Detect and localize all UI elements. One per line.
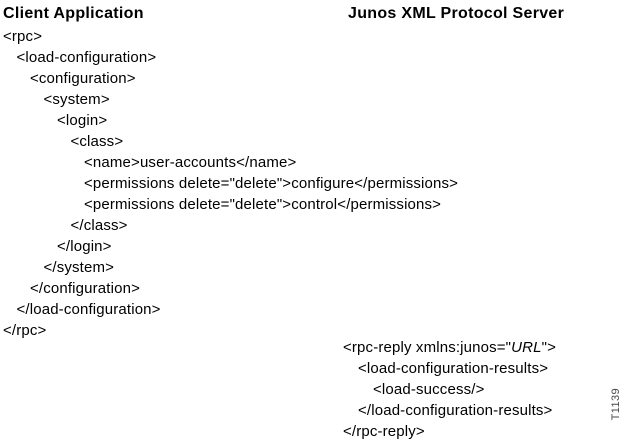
xml-line: </rpc> — [3, 322, 47, 339]
xml-line: <load-configuration> — [16, 49, 157, 66]
xml-line: <system> — [43, 91, 110, 108]
xml-line: </system> — [43, 259, 115, 276]
xml-line: </load-configuration-results> — [358, 402, 553, 419]
figure-number-label: T1139 — [610, 388, 622, 421]
xml-line: <configuration> — [30, 70, 136, 87]
xml-line: </load-configuration> — [16, 301, 161, 318]
xml-line: <rpc-reply xmlns:junos="URL"> — [343, 337, 556, 358]
server-rpc-reply-xml: <rpc-reply xmlns:junos="URL"> <load-confi… — [343, 337, 556, 442]
xml-line: <rpc> — [3, 28, 43, 45]
xml-line: <permissions delete="delete">control</pe… — [84, 196, 442, 213]
xml-line: </configuration> — [30, 280, 140, 297]
xml-line: <load-configuration-results> — [358, 360, 549, 377]
xml-line: <login> — [57, 112, 108, 129]
xml-line: <permissions delete="delete">configure</… — [84, 175, 459, 192]
xml-line: <name>user-accounts</name> — [84, 154, 297, 171]
xml-line: </class> — [70, 217, 128, 234]
xml-text: <rpc-reply xmlns:junos=" — [343, 339, 512, 356]
url-placeholder: URL — [511, 339, 542, 356]
xml-line: </login> — [57, 238, 112, 255]
xml-line: <class> — [70, 133, 124, 150]
xml-line: <load-success/> — [373, 381, 485, 398]
server-column-title: Junos XML Protocol Server — [348, 5, 565, 22]
xml-line: </rpc-reply> — [343, 423, 425, 440]
xml-text: "> — [541, 339, 557, 356]
client-column-title: Client Application — [3, 5, 144, 22]
client-rpc-request-xml: <rpc> <load-configuration> <configuration>… — [3, 26, 458, 341]
